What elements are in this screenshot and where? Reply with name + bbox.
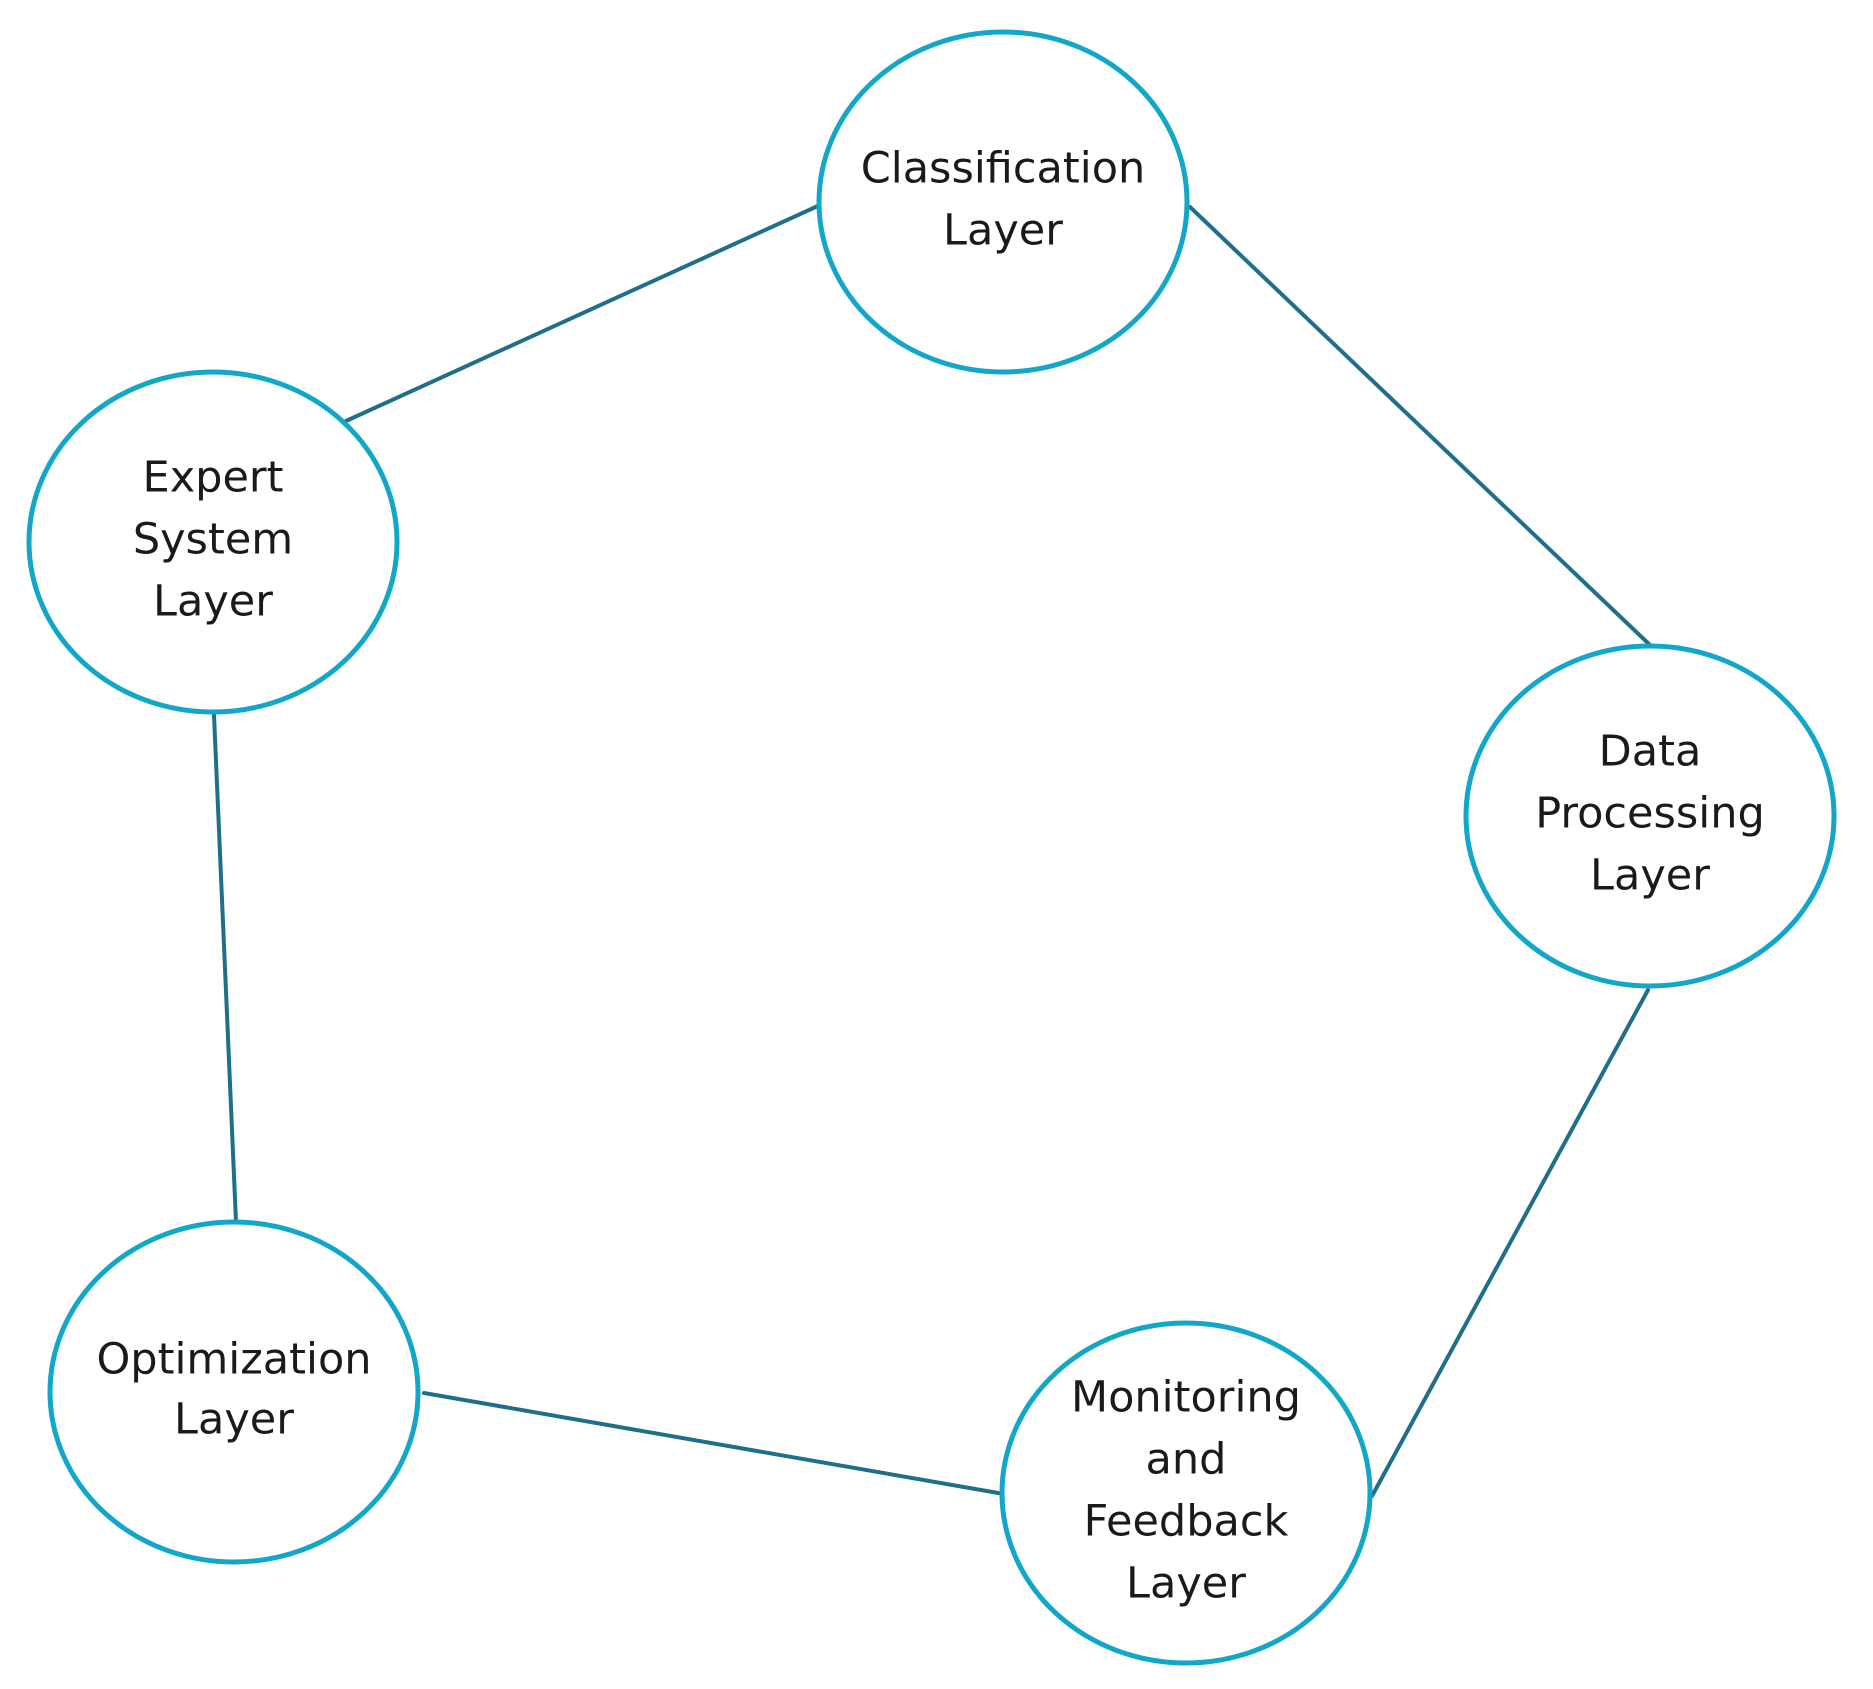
- node-circle-data-processing: [1463, 643, 1837, 989]
- edge-monitoring-feedback-to-optimization: [422, 1391, 1006, 1496]
- edge-optimization-to-expert-system: [212, 713, 238, 1224]
- node-label-optimization-line-1: Layer: [174, 1395, 294, 1445]
- node-label-monitoring-feedback-line-3: Layer: [1126, 1559, 1246, 1609]
- node-circle-expert-system: [26, 369, 400, 715]
- node-label-monitoring-feedback-line-0: Monitoring: [1071, 1373, 1301, 1423]
- edge-classification-to-data-processing: [1188, 205, 1652, 647]
- node-label-classification-line-0: Classification: [861, 144, 1146, 194]
- nodes-group: ClassificationLayerDataProcessingLayerMo…: [26, 29, 1837, 1666]
- node-label-data-processing-line-1: Processing: [1535, 789, 1765, 839]
- node-circle-monitoring-feedback: [999, 1320, 1373, 1666]
- node-label-expert-system-line-0: Expert: [143, 453, 284, 503]
- node-label-data-processing-line-2: Layer: [1590, 851, 1710, 901]
- edge-data-processing-to-monitoring-feedback: [1370, 988, 1650, 1498]
- edges-group: [212, 203, 1652, 1498]
- edge-expert-system-to-classification: [344, 203, 822, 423]
- node-label-monitoring-feedback-line-1: and: [1146, 1435, 1227, 1485]
- node-label-optimization-line-0: Optimization: [96, 1335, 371, 1385]
- node-label-expert-system-line-2: Layer: [153, 577, 273, 627]
- node-label-monitoring-feedback-line-2: Feedback: [1084, 1497, 1289, 1547]
- node-label-classification-line-1: Layer: [943, 206, 1063, 256]
- node-circle-optimization: [47, 1219, 421, 1565]
- node-label-expert-system-line-1: System: [133, 515, 293, 565]
- node-label-data-processing-line-0: Data: [1599, 727, 1702, 777]
- node-circle-classification: [816, 29, 1190, 375]
